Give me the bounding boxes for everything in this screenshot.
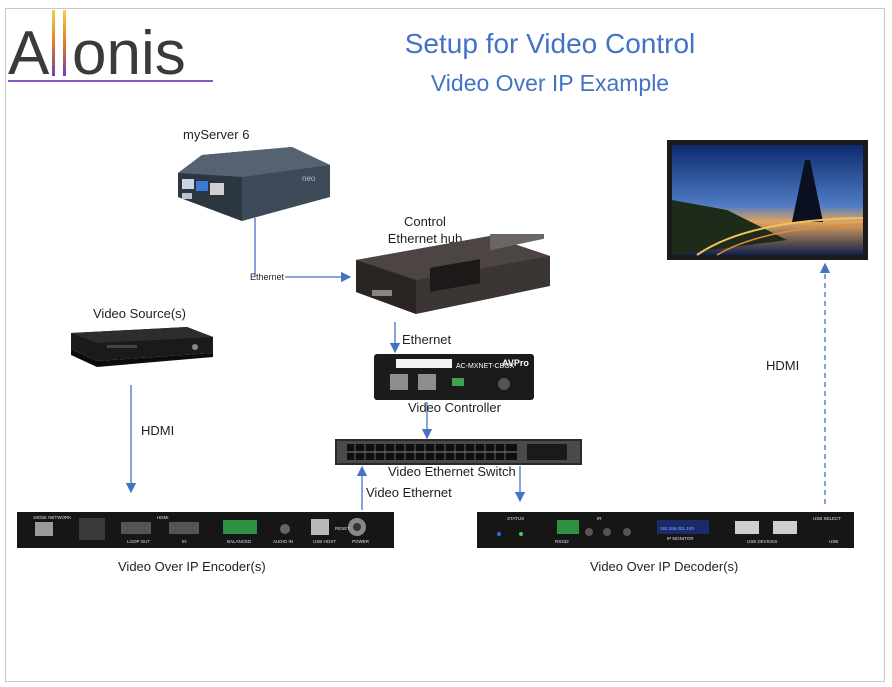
ethernet-switch-device — [335, 439, 582, 465]
server-hub-connection-label: Ethernet — [250, 272, 285, 282]
encoder-label: Video Over IP Encoder(s) — [118, 559, 266, 574]
encoder-port-power: POWER — [352, 539, 370, 544]
video-controller-label: Video Controller — [408, 400, 501, 415]
decoder-port-usbselect: USB SELECT — [813, 516, 841, 521]
ethernet-hub-device — [356, 234, 550, 314]
encoder-port-loopout: LOOP OUT — [127, 539, 150, 544]
encoder-port-hdmi: HDMI — [157, 515, 169, 520]
decoder-label: Video Over IP Decoder(s) — [590, 559, 739, 574]
decoder-port-usb: USB — [829, 539, 838, 544]
hub-controller-connection-label: Ethernet — [402, 332, 452, 347]
server-brand-text: neo — [302, 174, 316, 183]
decoder-port-ir: IR — [597, 516, 602, 521]
decoder-port-status: STATUS — [507, 516, 524, 521]
decoder-port-rs232: RS232 — [555, 539, 569, 544]
decoder-display-connection-label: HDMI — [766, 358, 800, 373]
decoder-device: STATUS RS232 IR IP MONITOR USB DEVICES U… — [477, 512, 854, 548]
video-source-label: Video Source(s) — [93, 306, 186, 321]
encoder-port-reset: RESET — [335, 526, 350, 531]
logo-underline — [8, 80, 213, 82]
hub-label-line1: Control — [404, 214, 446, 229]
diagram-title: Setup for Video Control — [404, 28, 696, 59]
hub-label-line2: Ethernet hub — [387, 231, 463, 246]
allonis-logo: A onis — [8, 10, 186, 84]
encoder-device: 10GbE NETWORK HDMI LOOP OUT IN BALANCED … — [17, 512, 394, 548]
encoder-port-balanced: BALANCED — [227, 539, 252, 544]
encoder-port-audioin: AUDIO IN — [273, 539, 293, 544]
decoder-port-ipmonitor: IP MONITOR — [667, 536, 694, 541]
video-controller-device: AC-MXNET-CBOX AVPro — [374, 354, 534, 400]
encoder-port-usbhost: USB HOST — [313, 539, 336, 544]
encoder-port-network: 10GbE NETWORK — [33, 515, 71, 520]
svg-text:onis: onis — [72, 19, 186, 84]
ethernet-switch-label: Video Ethernet Switch — [388, 464, 516, 479]
decoder-port-usbdevices: USB DEVICES — [747, 539, 777, 544]
decoder-screen-text: 192.168.001.100 — [660, 526, 694, 531]
controller-model-text: AC-MXNET-CBOX — [456, 363, 515, 370]
myserver-label: myServer 6 — [183, 127, 250, 142]
encoder-port-in: IN — [182, 539, 187, 544]
encoder-switch-connection-label: Video Ethernet — [366, 485, 452, 500]
svg-text:A: A — [8, 19, 50, 84]
myserver-device: neo — [178, 147, 330, 221]
diagram-subtitle: Video Over IP Example — [430, 70, 670, 96]
controller-brand-text: AVPro — [502, 358, 529, 368]
diagram-frame — [5, 8, 885, 682]
video-source-device — [71, 327, 213, 367]
source-encoder-connection-label: HDMI — [141, 423, 175, 438]
display-device — [667, 140, 868, 260]
